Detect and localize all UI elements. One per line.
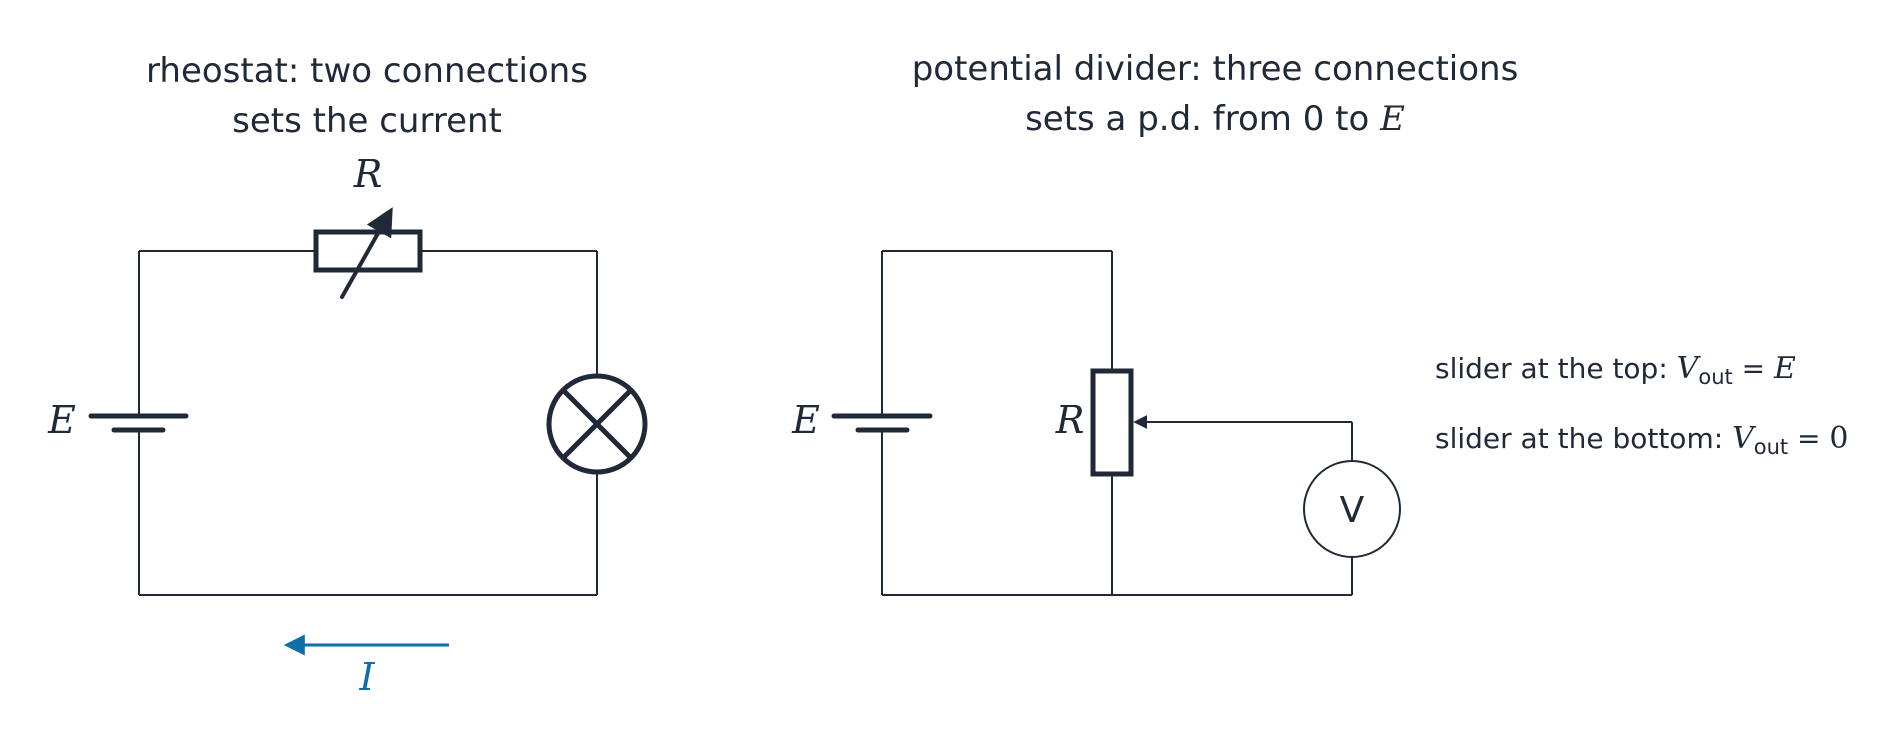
variable-resistor-icon bbox=[313, 207, 423, 299]
rheostat-title-line1: rheostat: two connections bbox=[146, 51, 588, 91]
rheostat-circuit: rheostat: two connections sets the curre… bbox=[47, 51, 648, 699]
note-bottom-equals: = bbox=[1788, 422, 1829, 455]
resistor-icon bbox=[1090, 368, 1134, 477]
voltmeter-icon bbox=[1303, 460, 1401, 558]
current-label: I bbox=[358, 655, 375, 699]
note-top-prefix: slider at the top: bbox=[1435, 352, 1677, 385]
note-top-value: E bbox=[1773, 351, 1796, 386]
note-bottom-subscript: out bbox=[1754, 435, 1788, 459]
divider-cell-label: E bbox=[791, 398, 820, 442]
note-bottom-value: 0 bbox=[1829, 421, 1848, 456]
lamp-icon bbox=[546, 373, 648, 475]
divider-resistor-label: R bbox=[1055, 398, 1085, 442]
note-bottom-prefix: slider at the bottom: bbox=[1435, 422, 1732, 455]
potential-divider-circuit: potential divider: three connections set… bbox=[791, 49, 1519, 596]
note-slider-bottom: slider at the bottom: Vout = 0 bbox=[1435, 421, 1849, 459]
rheostat-wires bbox=[138, 250, 598, 596]
divider-cell-icon bbox=[831, 413, 933, 433]
note-bottom-symbol: V bbox=[1732, 421, 1757, 456]
divider-title-line2: sets a p.d. from 0 to E bbox=[1025, 99, 1405, 139]
cell-icon bbox=[88, 413, 189, 433]
divider-title-line2-text: sets a p.d. from 0 to bbox=[1025, 99, 1380, 139]
slider-notes: slider at the top: Vout = E slider at th… bbox=[1435, 351, 1849, 459]
voltmeter-label: V bbox=[1340, 490, 1365, 531]
note-top-equals: = bbox=[1733, 352, 1774, 385]
rheostat-cell-label: E bbox=[47, 398, 76, 442]
note-slider-top: slider at the top: Vout = E bbox=[1435, 351, 1796, 389]
note-top-subscript: out bbox=[1698, 365, 1732, 389]
rheostat-title-line2: sets the current bbox=[232, 101, 502, 141]
note-top-symbol: V bbox=[1677, 351, 1702, 386]
divider-title-line2-symbol: E bbox=[1379, 99, 1405, 139]
rheostat-resistor-label: R bbox=[353, 152, 383, 196]
divider-wires bbox=[881, 250, 1353, 596]
divider-title-line1: potential divider: three connections bbox=[912, 49, 1519, 89]
